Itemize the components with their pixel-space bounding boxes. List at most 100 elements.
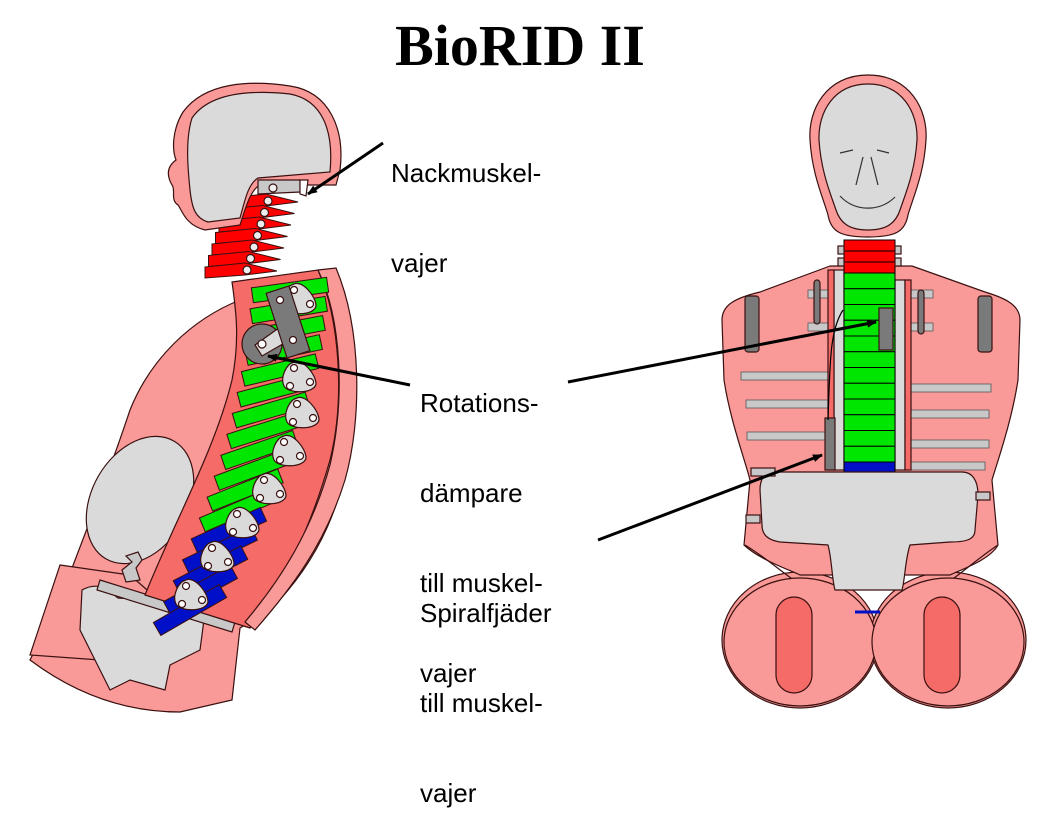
front-thoracic-vertebra xyxy=(843,445,896,463)
side-back-skin xyxy=(244,267,358,631)
link-plate-pin xyxy=(228,527,238,537)
front-thigh-insert-right xyxy=(923,596,961,694)
side-cervical-vertebra xyxy=(211,239,285,256)
label-line: vajer xyxy=(391,248,448,278)
cervical-segment xyxy=(211,239,285,256)
cervical-joint xyxy=(245,253,256,264)
link-plate xyxy=(252,472,287,505)
front-rotation-damper xyxy=(878,307,894,351)
label-line: vajer xyxy=(420,658,477,688)
front-thoracic-vertebra xyxy=(843,351,896,368)
front-nose-right xyxy=(870,156,879,186)
callout-arrows xyxy=(267,141,877,542)
link-plate-pin xyxy=(207,543,217,553)
cervical-joint xyxy=(259,207,270,218)
arrow-rotation-damper-right xyxy=(567,319,877,384)
front-rib-right xyxy=(904,461,986,471)
front-ribs xyxy=(740,279,992,471)
side-neck-cable-bracket xyxy=(299,179,309,197)
side-occipital-bracket xyxy=(257,179,301,195)
front-thigh-insert-left xyxy=(775,596,813,694)
front-cervical-vertebra xyxy=(843,250,896,263)
link-plate-pin xyxy=(305,299,315,309)
link-plate xyxy=(282,360,317,393)
front-neck-bracket-left xyxy=(837,245,845,255)
rotation-damper-pin xyxy=(275,295,285,305)
side-skull xyxy=(187,91,332,223)
label-line: till muskel- xyxy=(420,688,543,718)
cervical-joint xyxy=(256,219,266,229)
cervical-segment xyxy=(208,250,281,268)
front-view-figure xyxy=(721,74,1027,709)
link-plate-pin xyxy=(275,455,285,465)
side-vertebrae xyxy=(152,193,330,637)
link-plate-pin xyxy=(203,561,213,571)
link-plate-pin xyxy=(275,489,285,499)
front-rib-right xyxy=(904,439,990,449)
label-line: till muskel- xyxy=(420,568,543,598)
link-plate-pin xyxy=(308,413,318,423)
link-plate-pin xyxy=(181,581,191,591)
cervical-joint xyxy=(263,196,273,206)
front-clavicle-pin-left xyxy=(813,279,821,325)
label-rotation-damper: Rotations- dämpare till muskel- vajer xyxy=(420,328,543,718)
link-plate-pin xyxy=(259,475,269,485)
front-rib-right xyxy=(904,383,992,393)
front-thoracic-vertebra xyxy=(843,398,896,416)
front-neck-bracket-right xyxy=(894,257,902,267)
front-rib-right xyxy=(904,409,990,419)
front-rib-left xyxy=(740,371,835,381)
front-neck-bracket-left xyxy=(837,257,845,267)
cervical-segment xyxy=(204,262,278,279)
front-pelvis-pin-right xyxy=(975,491,991,501)
link-plate-pin xyxy=(248,523,258,533)
label-line: Rotations- xyxy=(420,388,539,418)
front-rib-left xyxy=(746,431,834,441)
front-nose-left xyxy=(855,156,864,186)
cervical-joint xyxy=(249,242,259,252)
front-pelvis-pin-left xyxy=(745,514,761,524)
front-thoracic-vertebra xyxy=(843,288,896,305)
front-shoulder-mount-right xyxy=(977,295,993,353)
diagram-canvas xyxy=(29,74,1027,713)
link-plate-pin xyxy=(197,595,207,605)
front-rib-left xyxy=(745,399,835,409)
side-cervical-vertebra xyxy=(208,250,281,268)
front-neck-bracket-right xyxy=(894,245,902,255)
thoracic-vertebra xyxy=(231,391,311,429)
link-plate-pin xyxy=(279,437,289,447)
label-line: Spiralfjäder xyxy=(420,598,552,628)
link-plate-pin xyxy=(177,599,187,609)
link-plate-pin xyxy=(289,363,299,373)
rotation-damper-plate xyxy=(265,285,311,359)
link-plate xyxy=(285,396,320,429)
front-spiral-spring xyxy=(824,417,836,471)
front-cervical-vertebra xyxy=(843,261,896,274)
arrow-neck-cable xyxy=(307,141,384,196)
label-line: Nackmuskel- xyxy=(391,158,542,188)
front-skull xyxy=(818,83,918,231)
front-shoulder-mount-left xyxy=(744,295,760,353)
diagram-title: BioRID II xyxy=(395,13,645,78)
arrow-rotation-damper-left xyxy=(267,353,411,387)
link-plate-pin xyxy=(255,493,265,503)
label-neck-cable: Nackmuskel- vajer xyxy=(391,98,541,308)
front-thoracic-vertebra xyxy=(843,414,896,431)
side-cervical-vertebra xyxy=(204,262,278,279)
front-spine-stripe-right xyxy=(904,279,912,471)
front-muscle-cable xyxy=(827,309,844,421)
link-plate xyxy=(225,506,260,539)
link-plate-pin xyxy=(305,377,315,387)
link-plate xyxy=(200,540,235,573)
label-line: dämpare xyxy=(420,478,523,508)
front-thoracic-vertebra xyxy=(843,272,896,290)
side-lumbar-bracket xyxy=(121,551,143,583)
link-plate-pin xyxy=(288,417,298,427)
front-vertebrae xyxy=(843,239,896,473)
link-plate-pin xyxy=(285,381,295,391)
cervical-segment xyxy=(215,227,288,245)
link-plate-pin xyxy=(223,557,233,567)
front-brow-right xyxy=(876,149,890,154)
front-thoracic-vertebra xyxy=(843,382,896,400)
side-cervical-vertebra xyxy=(215,227,288,245)
